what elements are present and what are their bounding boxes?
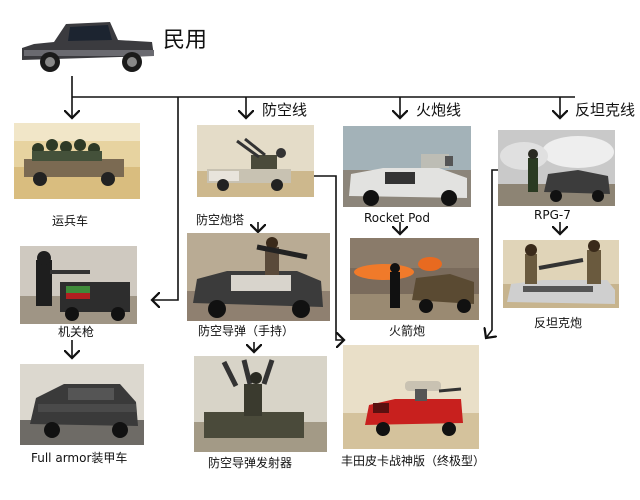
aa-to-ultimate [314,175,344,340]
root-label: 民用 [163,28,208,53]
mg-connector [152,97,179,300]
node-label-rocket-artillery: 火箭炮 [389,324,426,338]
machine-gun-photo [20,246,137,324]
node-label-machine-gun: 机关枪 [58,325,95,339]
node-label-full-armor: Full armor装甲车 [31,451,128,465]
rocket-pod-photo [343,126,471,207]
node-label-rpg7: RPG-7 [534,208,571,222]
troop-carrier-photo [14,123,140,199]
sam-launcher-photo [194,356,327,452]
manpads-photo [187,233,330,321]
civilian-pickup-photo [14,10,160,76]
branch-anti-air: 防空线 [262,101,308,119]
branch-anti-tank: 反坦克线 [575,101,636,119]
node-label-rocket-pod: Rocket Pod [364,211,430,225]
at-to-ultimate [486,169,498,338]
branch-artillery: 火炮线 [416,101,462,119]
rocket-artillery-photo [350,238,479,320]
node-label-sam-launcher: 防空导弹发射器 [208,456,293,470]
rpg7-photo [498,130,615,206]
anti-tank-gun-photo [503,240,619,308]
aa-turret-photo [197,125,314,197]
node-label-anti-tank-gun: 反坦克炮 [534,316,583,330]
node-label-manpads: 防空导弹（手持） [198,324,295,338]
ultimate-technical-photo [343,345,479,449]
node-label-aa-turret: 防空炮塔 [196,213,245,227]
node-label-ultimate: 丰田皮卡战神版（终极型） [341,454,486,468]
full-armor-photo [20,364,144,445]
node-label-troop-carrier: 运兵车 [52,214,89,228]
